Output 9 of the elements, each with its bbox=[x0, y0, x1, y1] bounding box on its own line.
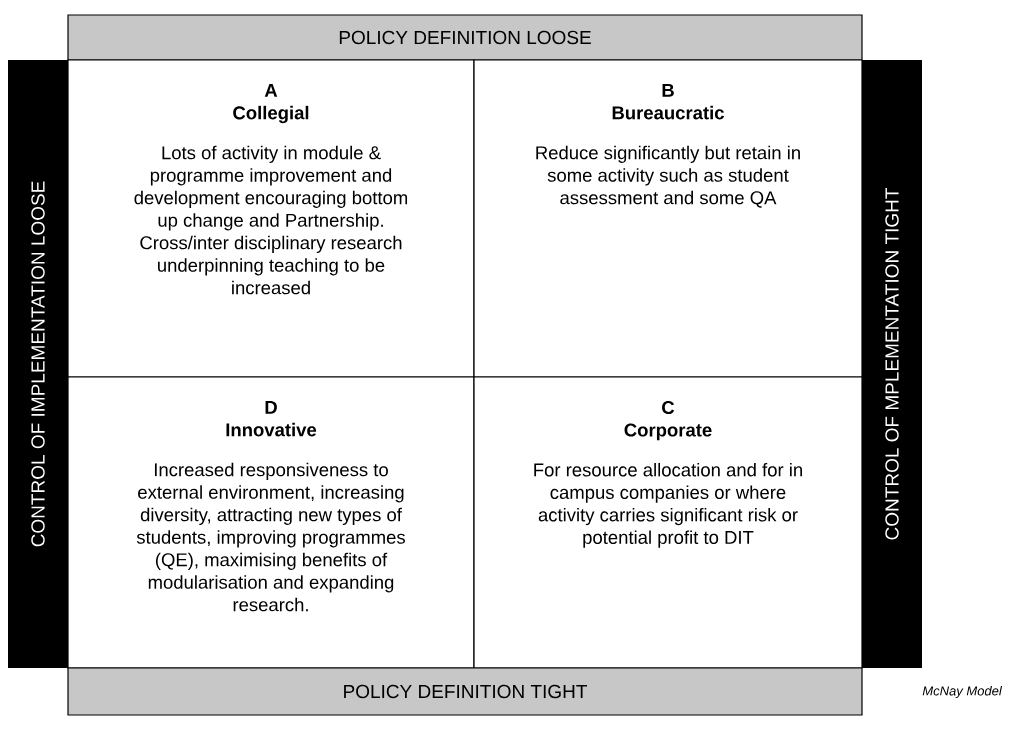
header-band: POLICY DEFINITION LOOSE bbox=[67, 14, 863, 61]
side-band: CONTROL OF MPLEMENTATION TIGHT bbox=[862, 60, 922, 668]
quadrant-cell: C Corporate For resource allocation and for in campus companies or where activity carries significant risk or potential profit to DIT bbox=[473, 376, 863, 669]
side-band: CONTROL OF IMPLEMENTATION LOOSE bbox=[8, 60, 68, 668]
header-band: POLICY DEFINITION TIGHT bbox=[67, 667, 863, 716]
quadrant-cell: A Collegial Lots of activity in module & programme improvement and development encouraging bottom up change and Partnership. Cross/inter disciplinary research underpinning teaching to be increased bbox=[67, 59, 475, 378]
quadrant-cell: D Innovative Increased responsiveness to external environment, increasing diversity, attracting new types of students, improving programmes (QE), maximising benefits of modularisation and expanding research. bbox=[67, 376, 475, 669]
caption: McNay Model bbox=[922, 685, 1003, 699]
quadrant-cell: B Bureaucratic Reduce significantly but retain in some activity such as student assessment and some QA bbox=[473, 59, 863, 378]
